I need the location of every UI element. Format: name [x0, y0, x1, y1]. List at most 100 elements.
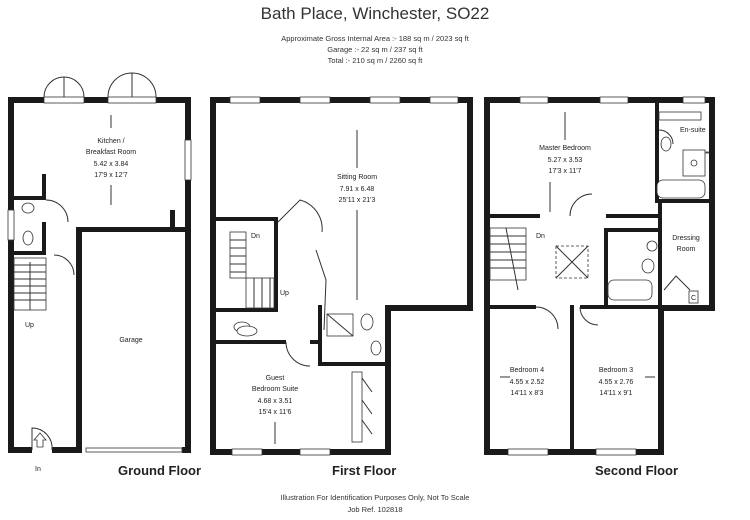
bed4-imperial: 14'11 x 8'3 — [511, 390, 544, 397]
wardrobe-doors — [361, 377, 373, 435]
bed3-door-swing — [579, 306, 599, 326]
master-bottom-wall-2 — [606, 214, 658, 218]
disclaimer: Illustration For Identification Purposes… — [280, 493, 470, 502]
master-imperial: 17'3 x 11'7 — [549, 168, 582, 175]
kitchen-side-window — [184, 139, 192, 181]
master-metric: 5.27 x 3.53 — [548, 157, 583, 164]
second-floor-label: Second Floor — [595, 463, 679, 478]
wc-basin — [21, 202, 35, 214]
first-wall-left — [210, 97, 216, 455]
ground-stairs — [13, 257, 47, 311]
first-wall-step — [385, 305, 473, 311]
ensuite-toilet — [660, 136, 672, 152]
first-stairs-down: Dn — [251, 233, 260, 240]
first-stairs — [229, 231, 275, 309]
kitchen-french-door-left — [43, 96, 85, 104]
bed4-door-swing — [535, 306, 559, 330]
guest-top-wall — [216, 340, 286, 344]
sitting-window-1 — [229, 96, 261, 104]
first-stair-top-wall — [216, 217, 276, 221]
sitting-window-4 — [429, 96, 459, 104]
guest-ensuite-wall — [318, 305, 322, 365]
first-floor-label: First Floor — [332, 463, 397, 478]
second-stairs-down: Dn — [536, 233, 545, 240]
plan-title: Bath Place, Winchester, SO22 — [260, 4, 490, 23]
first-wall-right-lower — [385, 305, 391, 455]
bathroom-toilet — [641, 258, 655, 274]
second-wall-step — [658, 305, 715, 311]
garage-label: Garage — [119, 337, 142, 344]
french-door-swing-right — [107, 72, 157, 98]
kitchen-metric: 5.42 x 3.84 — [94, 161, 129, 168]
ground-floor-label: Ground Floor — [118, 463, 202, 478]
dressing-label: Dressing — [672, 235, 700, 242]
entrance-arrow-icon — [33, 432, 47, 448]
sitting-label: Sitting Room — [337, 174, 377, 181]
ensuite-left-wall — [655, 103, 659, 201]
ensuite-bottom-wall — [655, 199, 709, 203]
bathroom-bath — [607, 279, 653, 301]
kitchen-partition — [170, 210, 175, 232]
bathroom-left-wall — [604, 228, 608, 308]
wc-bottom-wall — [14, 251, 44, 255]
second-wall-right-upper — [709, 97, 715, 311]
master-window-2 — [599, 96, 629, 104]
second-floor-plan: En-suite Master Bedroom 5.27 x 3.53 17'3… — [484, 96, 715, 456]
ensuite-door-swing — [658, 129, 674, 145]
second-stairs — [489, 227, 527, 291]
area-garage: Garage :- 22 sq m / 237 sq ft — [327, 45, 423, 54]
guest-toilet — [360, 313, 374, 331]
wc-side-wall-lower — [42, 222, 46, 255]
bed3-top-wall — [580, 305, 658, 309]
ensuite-label: En-suite — [680, 127, 706, 134]
ground-wall-bottom-left — [8, 447, 32, 453]
first-stairs-up: Up — [280, 290, 289, 297]
first-stair-bottom-wall — [216, 308, 276, 312]
master-window-1 — [519, 96, 549, 104]
bed3-metric: 4.55 x 2.76 — [599, 379, 634, 386]
second-wall-left — [484, 97, 490, 455]
sitting-window-3 — [369, 96, 401, 104]
guest-label: Guest — [266, 375, 285, 382]
bathroom-basin — [646, 240, 658, 252]
master-door-swing — [569, 193, 593, 217]
ground-floor-plan: Kitchen / Breakfast Room 5.42 x 3.84 17'… — [7, 72, 192, 473]
dressing-door — [663, 275, 691, 291]
sitting-metric: 7.91 x 6.48 — [340, 186, 375, 193]
kitchen-imperial: 17'9 x 12'7 — [94, 172, 128, 179]
kitchen-label: Kitchen / — [97, 138, 124, 145]
guest-basin — [370, 340, 382, 356]
ensuite-bath — [656, 179, 706, 199]
first-wall-top — [210, 97, 473, 103]
second-wall-top — [484, 97, 715, 103]
entrance-door-swing — [31, 427, 53, 451]
guest-door-swing — [285, 341, 311, 367]
master-bottom-wall-1 — [490, 214, 540, 218]
job-ref: Job Ref. 102818 — [347, 505, 403, 514]
second-wall-right-lower — [658, 305, 664, 455]
guest-metric: 4.68 x 3.51 — [258, 398, 293, 405]
first-floor-plan: Sitting Room 7.91 x 6.48 25'11 x 21'3 Dn… — [210, 96, 473, 456]
garage-top-wall — [76, 227, 191, 232]
ground-wall-top — [8, 97, 191, 103]
master-label: Master Bedroom — [539, 145, 591, 152]
guest-window-2 — [299, 448, 331, 456]
kitchen-label-2: Breakfast Room — [86, 149, 136, 156]
ground-wall-bottom-right — [182, 447, 191, 453]
landing-screen — [315, 249, 327, 331]
guest-label-2: Bedroom Suite — [252, 386, 298, 393]
bed4-metric: 4.55 x 2.52 — [510, 379, 545, 386]
bed3-window — [595, 448, 637, 456]
cupboard-box — [688, 290, 699, 304]
bedroom-divider-wall — [570, 305, 574, 453]
garage-left-wall — [76, 229, 82, 453]
skylight-cross — [555, 245, 589, 279]
bed3-imperial: 14'11 x 9'1 — [600, 390, 633, 397]
bathroom-top-wall — [604, 228, 658, 232]
guest-window-1 — [231, 448, 263, 456]
garage-door — [85, 447, 183, 453]
area-internal: Approximate Gross Internal Area :- 188 s… — [281, 34, 469, 43]
ensuite-shower-drain — [690, 159, 698, 167]
wc-window — [7, 209, 15, 241]
